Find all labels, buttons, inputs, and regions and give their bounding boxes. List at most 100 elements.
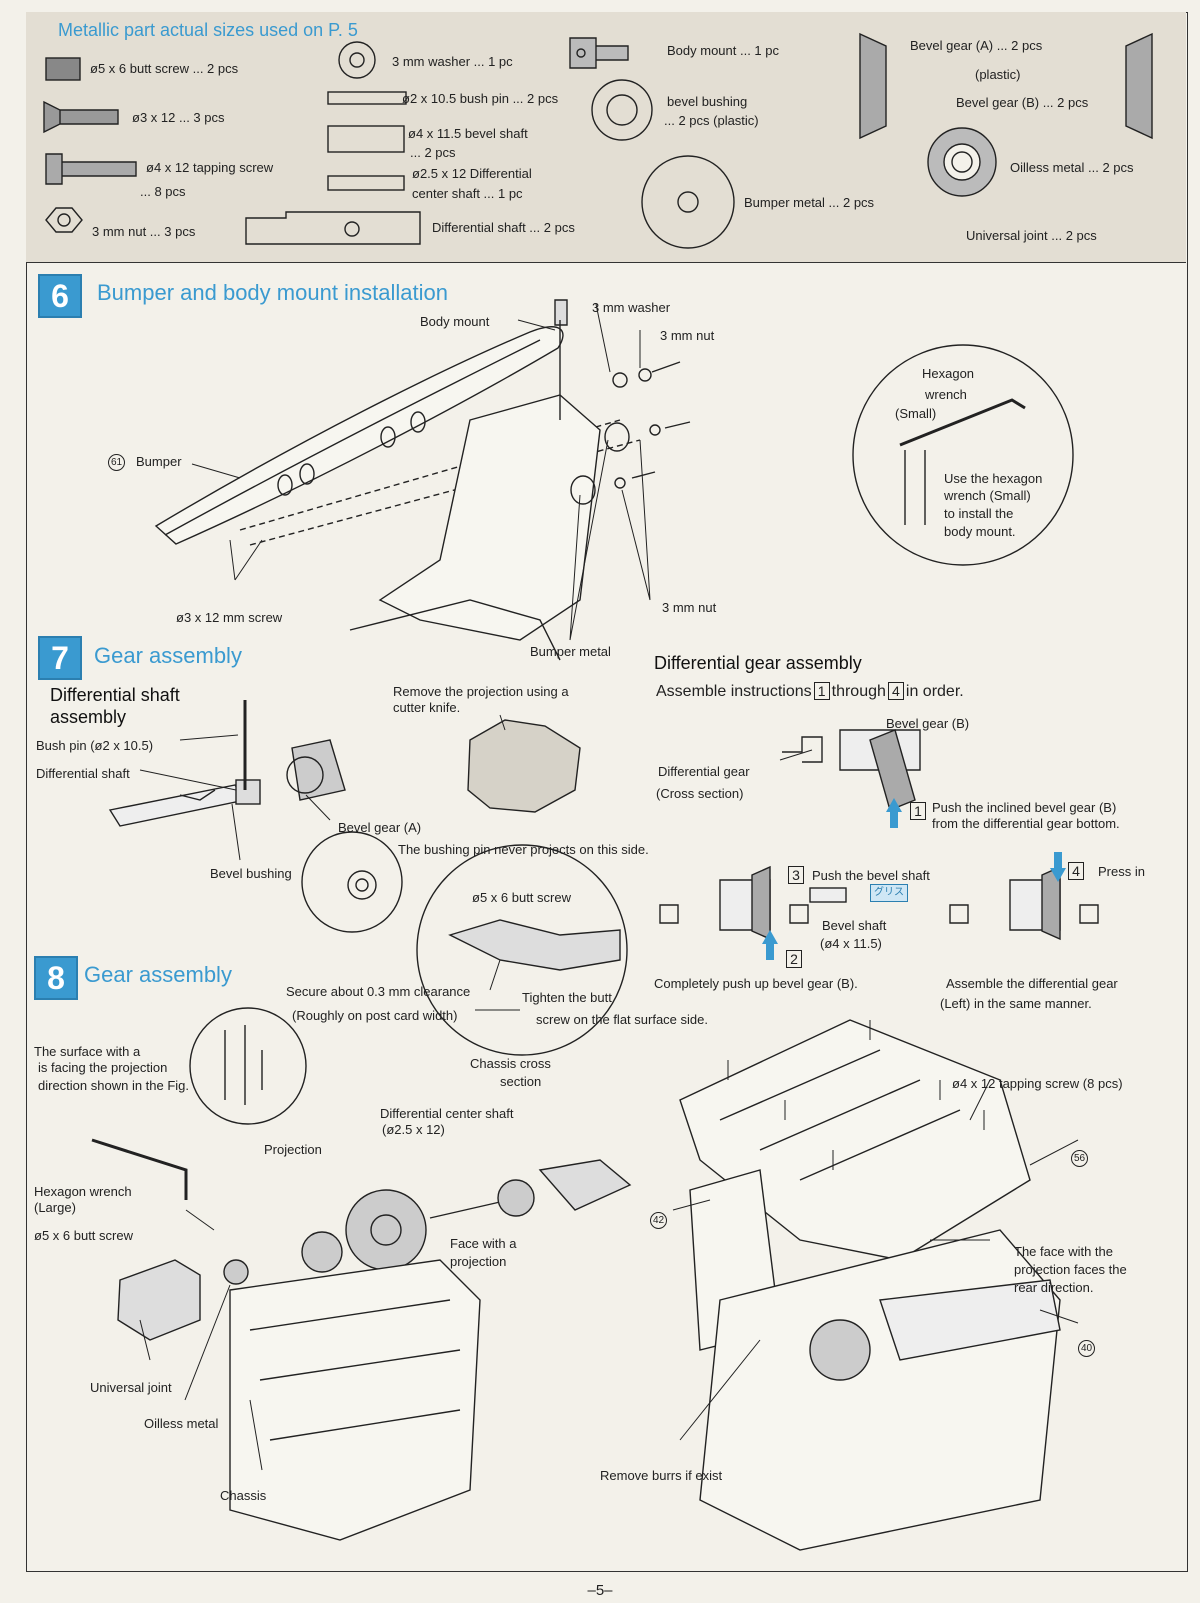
push3-note: Push the bevel shaft bbox=[812, 868, 930, 883]
face-rear-2: projection faces the bbox=[1014, 1262, 1127, 1277]
step8-title: Gear assembly bbox=[84, 962, 232, 987]
bevel-shaft-qty: ... 2 pcs bbox=[410, 145, 456, 160]
dga-title: Differential gear assembly bbox=[654, 653, 862, 673]
oilless-metal-drawing bbox=[223, 1259, 249, 1285]
body-mount-label: Body mount ... 1 pc bbox=[667, 43, 780, 58]
nut-top-callout: 3 mm nut bbox=[660, 328, 715, 343]
bevel-gear-b-callout: Bevel gear (B) bbox=[886, 716, 970, 731]
page-number: –5– bbox=[587, 1582, 613, 1599]
center-shaft-label: ø2.5 x 12 Differential bbox=[412, 166, 532, 181]
press-note: Press in bbox=[1098, 864, 1145, 879]
bevel-gear-b-icon bbox=[1125, 32, 1153, 140]
use-hex-4: body mount. bbox=[944, 524, 1016, 539]
part-40-drawing bbox=[879, 1279, 1061, 1361]
washer-callout: 3 mm washer bbox=[592, 300, 671, 315]
center-shaft-qty: center shaft ... 1 pc bbox=[412, 186, 523, 201]
chassis-cross-circle bbox=[416, 844, 628, 1056]
butt-screw-label: ø5 x 6 butt screw ... 2 pcs bbox=[90, 61, 239, 76]
hex-large-1: Hexagon wrench bbox=[34, 1184, 132, 1199]
hex-large-2: (Large) bbox=[34, 1200, 76, 1215]
tapping-screw-qty: ... 8 pcs bbox=[140, 184, 186, 199]
surface-note-2: is facing the projection bbox=[38, 1060, 168, 1075]
center-shaft-callout-1: Differential center shaft bbox=[380, 1106, 514, 1121]
remove-note-1: Remove the projection using a bbox=[393, 684, 569, 699]
bevel-gear-a-icon bbox=[859, 32, 887, 140]
bevel-bushing-callout: Bevel bushing bbox=[210, 866, 292, 881]
push1-note-1: Push the inclined bevel gear (B) bbox=[932, 800, 1117, 815]
chassis-cross-1: Chassis cross bbox=[470, 1056, 551, 1071]
washer-icon bbox=[338, 41, 376, 79]
nut-icon bbox=[45, 207, 83, 233]
diff-shaft-icon bbox=[245, 211, 421, 245]
chassis-left-drawing bbox=[229, 1259, 481, 1541]
tapping-screw-label: ø4 x 12 tapping screw bbox=[146, 160, 274, 175]
face-rear-1: The face with the bbox=[1014, 1244, 1113, 1259]
bush-pin-icon bbox=[327, 91, 407, 105]
diff-shaft-heading-1: Differential shaft bbox=[50, 685, 180, 705]
oilless-label: Oilless metal ... 2 pcs bbox=[1010, 160, 1134, 175]
hex-label-2: wrench bbox=[925, 387, 967, 402]
chassis-cross-2: section bbox=[500, 1074, 542, 1089]
universal-callout: Universal joint bbox=[90, 1380, 172, 1395]
face-note-1: Face with a bbox=[450, 1236, 517, 1251]
bumper-part-number: 61 bbox=[108, 454, 125, 471]
part-40-number: 40 bbox=[1078, 1340, 1095, 1357]
use-hex-3: to install the bbox=[944, 506, 1014, 521]
universal-label: Universal joint ... 2 pcs bbox=[966, 228, 1097, 243]
bevel-shaft-label: ø4 x 11.5 bevel shaft bbox=[408, 126, 528, 141]
nut-bottom-callout: 3 mm nut bbox=[662, 600, 717, 615]
step8-number: 8 bbox=[34, 956, 78, 1000]
surface-note-3: direction shown in the Fig. bbox=[38, 1078, 190, 1093]
arrow-down-4 bbox=[1050, 852, 1066, 882]
part-42-number: 42 bbox=[650, 1212, 667, 1229]
bevel-shaft-callout-1: Bevel shaft bbox=[822, 918, 887, 933]
face-rear-3: rear direction. bbox=[1014, 1280, 1094, 1295]
hex-label-1: Hexagon bbox=[922, 366, 975, 381]
bushing-detail-circle bbox=[301, 831, 403, 933]
bumper-drawing bbox=[154, 299, 691, 661]
projection-callout: Projection bbox=[264, 1142, 322, 1157]
completely-note: Completely push up bevel gear (B). bbox=[654, 976, 858, 991]
parts-title: Metallic part actual sizes used on P. 5 bbox=[58, 20, 358, 40]
diff-gear-callout: Differential gear bbox=[658, 764, 750, 779]
grease-tag: グリス bbox=[870, 884, 908, 902]
butt-screw-callout: ø5 x 6 butt screw bbox=[472, 890, 571, 905]
hex-wrench-large-icon bbox=[91, 1138, 188, 1200]
flat-screw-icon bbox=[43, 100, 119, 134]
step7-number: 7 bbox=[38, 636, 82, 680]
step6-number: 6 bbox=[38, 274, 82, 318]
face-note-2: projection bbox=[450, 1254, 507, 1269]
bumper-metal-callout: Bumper metal bbox=[530, 644, 611, 659]
burrs-note: Remove burrs if exist bbox=[600, 1468, 723, 1483]
assemble-note-1: Assemble the differential gear bbox=[946, 976, 1118, 991]
bush-pin-callout: Bush pin (ø2 x 10.5) bbox=[36, 738, 154, 753]
bevel-gear-a-callout: Bevel gear (A) bbox=[338, 820, 422, 835]
bumper-callout: Bumper bbox=[136, 454, 182, 469]
bevel-gear-photo-icon bbox=[467, 719, 581, 813]
bumper-metal-icon bbox=[641, 155, 735, 249]
part-56-number: 56 bbox=[1071, 1150, 1088, 1167]
cross-section-callout: (Cross section) bbox=[656, 786, 744, 801]
bush-pin-label: ø2 x 10.5 bush pin ... 2 pcs bbox=[402, 91, 559, 106]
bevel-bushing-label: bevel bushing bbox=[667, 94, 748, 109]
spur-gear-drawing bbox=[345, 1189, 427, 1271]
hex-detail-circle bbox=[852, 344, 1074, 566]
step1-badge: 1 bbox=[908, 802, 928, 820]
use-hex-1: Use the hexagon bbox=[944, 471, 1043, 486]
bevel-bushing-icon bbox=[591, 79, 653, 141]
body-mount-callout: Body mount bbox=[420, 314, 490, 329]
arrow-up-2 bbox=[762, 930, 778, 960]
gear-cover-drawing bbox=[679, 1019, 1031, 1261]
chassis-callout: Chassis bbox=[220, 1488, 267, 1503]
projection-detail-circle bbox=[189, 1007, 307, 1125]
step3-badge: 3 bbox=[786, 866, 806, 884]
use-hex-2: wrench (Small) bbox=[944, 488, 1031, 503]
roughly-note: (Roughly on post card width) bbox=[292, 1008, 458, 1023]
diff-shaft-label: Differential shaft ... 2 pcs bbox=[432, 220, 575, 235]
bevel-shaft-icon bbox=[327, 125, 405, 153]
assemble-note-2: (Left) in the same manner. bbox=[940, 996, 1092, 1011]
bevel-gear-a-label: Bevel gear (A) ... 2 pcs bbox=[910, 38, 1043, 53]
secure-note: Secure about 0.3 mm clearance bbox=[286, 984, 471, 999]
